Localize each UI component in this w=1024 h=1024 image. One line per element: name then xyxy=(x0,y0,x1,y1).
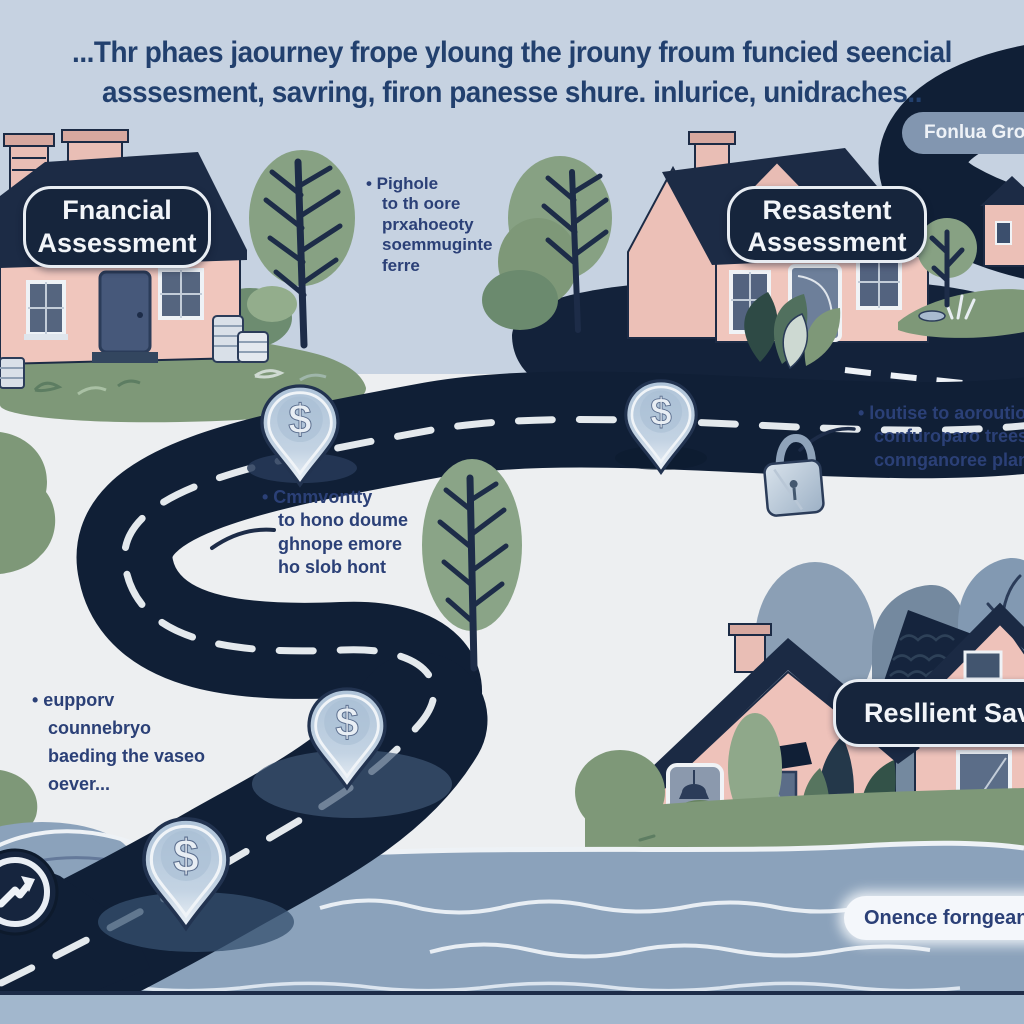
top-right-badge: Fonlua Gronc xyxy=(902,112,1024,154)
stage2-line2: Assessment xyxy=(747,227,907,258)
stage1-line1: Fnancial xyxy=(62,195,172,225)
note1-line: ferre xyxy=(382,255,420,275)
lamp-silhouette xyxy=(679,784,709,799)
dollar-icon: $ xyxy=(650,391,672,434)
stage2-line1: Resastent xyxy=(762,195,892,225)
leader-line-note2 xyxy=(210,527,276,550)
note2-line: • Cmmvontty xyxy=(262,487,373,507)
top-right-badge-label: Fonlua Gronc xyxy=(924,122,1024,143)
annotation-note-4: • eupporv counnebryo baeding the vaseo o… xyxy=(32,687,205,799)
road-dashes-top-right xyxy=(844,367,1024,393)
note2-line: ho slob hont xyxy=(278,557,386,578)
bush-left-edge xyxy=(0,432,56,574)
note2-line: to hono doume xyxy=(278,510,408,531)
note1-line: soemmuginte xyxy=(382,235,493,255)
note4-line: • eupporv xyxy=(32,690,115,710)
note1-line: to th oore xyxy=(382,194,461,214)
money-pin-1: $ xyxy=(260,384,340,488)
bottom-edge-line xyxy=(0,991,1024,995)
door xyxy=(98,270,152,354)
grass-squiggles xyxy=(33,369,327,396)
title-line-1: ...Thr phaes jaourney frope yloung the j… xyxy=(72,36,952,69)
money-pin-4: $ xyxy=(142,817,230,932)
stage-label-financial-assessment: Fnancial Assessment xyxy=(23,186,211,268)
note1-line: • Pighole xyxy=(366,174,439,193)
note2-line: ghnope emore xyxy=(278,533,403,554)
stage-label-resilient-savings: Resllient Savings xyxy=(833,679,1024,747)
note4-line: baeding the vaseo xyxy=(48,745,206,766)
dollar-icon: $ xyxy=(335,699,358,746)
pin-shadow xyxy=(252,750,452,818)
window xyxy=(995,221,1012,245)
tree-beside-resastent-house xyxy=(482,156,612,333)
note3-line: confuroparo trees xyxy=(874,426,1024,447)
money-pin-3: $ xyxy=(307,687,387,791)
annotation-note-2: • Cmmvontty to hono doume ghnope emore h… xyxy=(262,486,408,580)
annotation-note-1: • Pighole to th oore prxahoeoty soemmugi… xyxy=(366,174,493,276)
dollar-icon: $ xyxy=(173,830,199,882)
tree-center xyxy=(422,459,522,672)
title-line-2: asssesment, savring, firon panesse shure… xyxy=(102,75,922,109)
grass-patch-right xyxy=(898,289,1024,338)
stage3-label: Resllient Savings xyxy=(864,697,1024,728)
door-step xyxy=(92,352,158,363)
coin-stacks xyxy=(0,315,269,389)
pin-shadow xyxy=(98,892,294,952)
annotation-note-3: • loutise to aoroutio confuroparo trees … xyxy=(858,402,1024,472)
window xyxy=(963,650,1003,681)
money-pin-2: $ xyxy=(624,379,698,476)
small-round-tree xyxy=(917,218,977,308)
dollar-icon: $ xyxy=(288,396,311,443)
bottom-edge-strip xyxy=(0,995,1024,1024)
far-right-house xyxy=(980,176,1024,267)
bottom-right-badge: Onence forngeanco xyxy=(844,896,1024,940)
note4-line: oever... xyxy=(48,773,111,794)
tree-left xyxy=(249,150,355,349)
page-title: ...Thr phaes jaourney frope yloung the j… xyxy=(36,33,988,112)
arrow-up-right-icon xyxy=(0,848,59,936)
front-plants-resastent-house xyxy=(744,292,841,370)
note3-line: connganoree plang xyxy=(874,449,1024,470)
padlock-icon xyxy=(763,433,825,517)
note4-line: counnebryo xyxy=(48,717,152,738)
bottom-right-badge-label: Onence forngeanco xyxy=(864,906,1024,929)
note3-line: • loutise to aoroutio xyxy=(858,403,1024,423)
stage1-line2: Assessment xyxy=(37,227,197,258)
stage-label-resastent-assessment: Resastent Assessment xyxy=(727,186,927,263)
note1-line: prxahoeoty xyxy=(382,214,474,234)
